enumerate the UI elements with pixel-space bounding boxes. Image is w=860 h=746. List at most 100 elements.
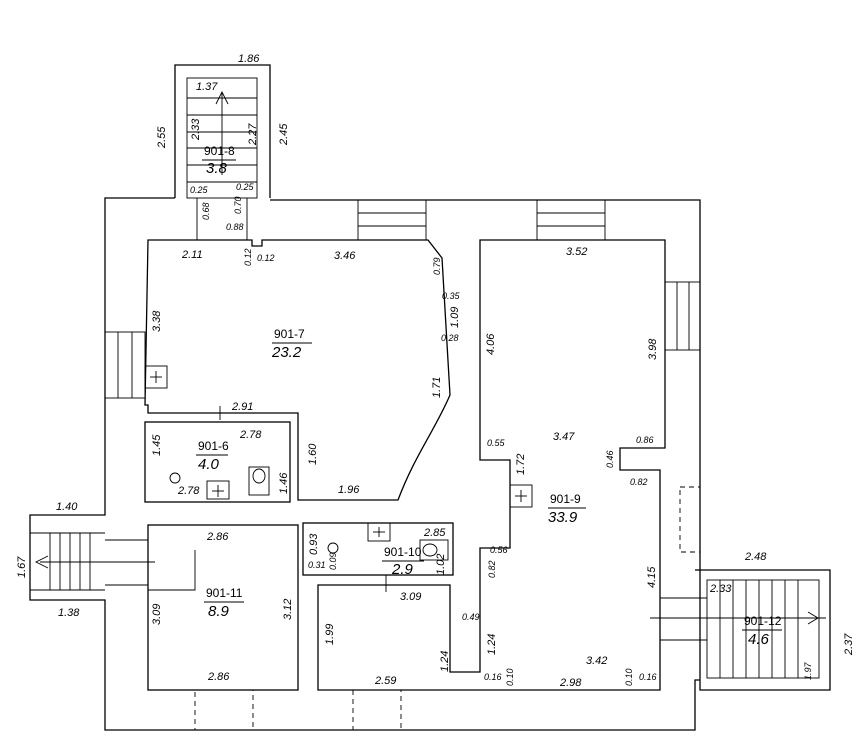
- stair-901-12: [650, 579, 826, 679]
- dim-label: 1.97: [803, 661, 813, 680]
- dim-label: 1.37: [196, 81, 218, 93]
- room-901-12-area: 4.6: [748, 631, 770, 648]
- radiator-icon: [206, 480, 230, 500]
- dim-label: 4.06: [485, 333, 497, 355]
- window-room-901-9: [536, 199, 606, 241]
- dim-label: 0.28: [441, 333, 459, 343]
- dim-label: 2.91: [231, 401, 253, 413]
- sink-icon: [169, 472, 181, 484]
- dim-label: 0.12: [243, 248, 253, 266]
- dim-label: 1.40: [56, 501, 78, 513]
- dim-label: 0.88: [226, 222, 244, 232]
- room-901-9-area: 33.9: [548, 509, 578, 526]
- dim-label: 0.10: [505, 668, 515, 686]
- window-room-901-7: [357, 199, 427, 241]
- room-901-9-id: 901-9: [550, 492, 581, 506]
- dim-label: 0.16: [639, 672, 657, 682]
- stair-901-8: [174, 64, 271, 240]
- dim-label: 0.82: [630, 477, 648, 487]
- dim-label: 0.25: [236, 182, 255, 192]
- dim-label: 2.33: [190, 118, 202, 141]
- dim-label: 1.71: [431, 377, 443, 398]
- dim-label: 2.78: [239, 429, 262, 441]
- dim-label: 2.98: [559, 677, 582, 689]
- dim-label: 3.09: [400, 591, 421, 603]
- toilet-icon: [419, 539, 449, 561]
- radiator-icon: [367, 522, 391, 542]
- room-901-7-outline: [144, 239, 451, 501]
- dim-label: 0.12: [257, 253, 275, 263]
- room-901-8-area: 3.8: [206, 160, 228, 177]
- dim-label: 1.72: [515, 454, 527, 475]
- stair-left: [30, 532, 148, 591]
- dim-label: 2.86: [207, 671, 230, 683]
- dim-label: 2.59: [374, 675, 396, 687]
- dim-label: 1.24: [486, 634, 498, 655]
- dashed-opening: [194, 689, 254, 731]
- outer-wall: [29, 197, 831, 731]
- dim-label: 1.86: [238, 53, 260, 65]
- dashed-opening: [679, 486, 701, 553]
- dim-label: 0.82: [487, 560, 497, 578]
- dim-label: 0.55: [487, 438, 506, 448]
- dim-label: 0.09: [328, 552, 338, 570]
- dim-label: 0.79: [432, 257, 442, 275]
- radiator-icon: [509, 484, 533, 508]
- dim-label: 0.10: [624, 668, 634, 686]
- dim-label: 0.31: [308, 560, 326, 570]
- dim-label: 0.86: [636, 435, 654, 445]
- dim-label: 3.09: [151, 604, 163, 625]
- room-901-10-area: 2.9: [391, 561, 414, 578]
- dim-label: 2.45: [278, 123, 290, 146]
- dim-label: 0.56: [490, 545, 508, 555]
- dim-label: 0.25: [190, 185, 209, 195]
- dashed-opening: [352, 689, 402, 731]
- sink-icon: [327, 542, 339, 554]
- dim-label: 1.09: [449, 307, 461, 328]
- dim-label: 0.49: [462, 612, 480, 622]
- dim-label: 3.47: [553, 431, 575, 443]
- room-901-6-area: 4.0: [198, 456, 220, 473]
- dim-label: 0.68: [201, 202, 211, 220]
- dim-label: 0.46: [605, 450, 615, 468]
- dim-label: 3.42: [586, 655, 607, 667]
- dim-label: 1.38: [58, 607, 80, 619]
- room-901-11-area: 8.9: [208, 603, 230, 620]
- dim-label: 3.12: [282, 599, 294, 620]
- dim-label: 1.60: [307, 443, 319, 465]
- dim-label: 3.98: [647, 338, 659, 360]
- dim-label: 1.24: [439, 651, 451, 672]
- dim-label: 2.78: [177, 485, 200, 497]
- dim-label: 0.93: [308, 533, 320, 555]
- room-901-8-id: 901-8: [204, 144, 235, 158]
- dim-label: 0.70: [233, 196, 243, 214]
- room-901-6-id: 901-6: [198, 439, 229, 453]
- dim-label: 2.86: [206, 531, 229, 543]
- room-901-9-outline: [317, 239, 666, 691]
- dim-label: 3.52: [566, 246, 587, 258]
- dim-label: 1.99: [324, 624, 336, 645]
- dim-label: 2.48: [744, 551, 767, 563]
- dim-label: 3.46: [334, 250, 356, 262]
- dim-label: 2.11: [181, 249, 203, 261]
- room-901-7-id: 901-7: [274, 327, 305, 341]
- dim-label: 1.45: [151, 434, 163, 456]
- dim-label: 1.46: [278, 472, 290, 494]
- dim-label: 1.02: [435, 554, 447, 575]
- window-left: [104, 331, 146, 399]
- toilet-icon: [248, 466, 270, 496]
- dim-label: 0.16: [484, 672, 502, 682]
- dim-label: 2.85: [423, 527, 446, 539]
- dim-label: 2.55: [156, 126, 168, 149]
- dim-label: 2.37: [843, 633, 855, 656]
- room-901-10-id: 901-10: [384, 545, 422, 559]
- dim-label: 4.15: [646, 566, 658, 588]
- dim-label: 3.38: [151, 310, 163, 332]
- dim-label: 1.96: [338, 484, 360, 496]
- window-right: [664, 281, 701, 351]
- dim-label: 1.67: [16, 556, 28, 578]
- room-901-11-id: 901-11: [206, 586, 243, 600]
- room-901-7-area: 23.2: [271, 344, 302, 361]
- radiator-icon: [144, 365, 168, 389]
